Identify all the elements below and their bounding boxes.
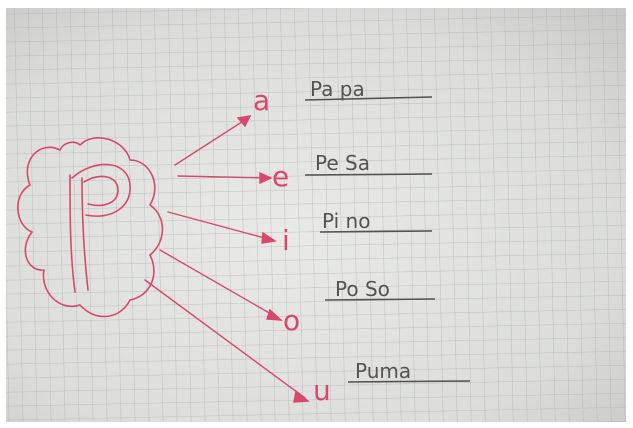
word-4: Po So [335, 277, 390, 301]
big-letter-p [17, 136, 164, 318]
graph-paper [6, 8, 626, 422]
vowel-i: i [282, 224, 290, 257]
word-2: Pe Sa [315, 151, 370, 175]
arrow-a [174, 117, 249, 166]
word-underlines [304, 96, 471, 383]
vowel-a: a [253, 84, 270, 117]
vowels: a e i o u [253, 84, 331, 407]
vowel-u: u [313, 374, 331, 407]
vowel-e: e [272, 160, 289, 193]
arrow-u [144, 279, 306, 399]
word-5: Puma [355, 359, 411, 383]
arrows [144, 115, 310, 403]
vowel-o: o [283, 304, 300, 337]
arrow-e [177, 175, 269, 179]
arrow-i [167, 211, 273, 241]
word-1: Pa pa [310, 77, 365, 101]
word-3: Pi no [322, 209, 370, 233]
words: Pa pa Pe Sa Pi no Po So Puma [310, 77, 411, 383]
arrow-o [159, 249, 279, 319]
